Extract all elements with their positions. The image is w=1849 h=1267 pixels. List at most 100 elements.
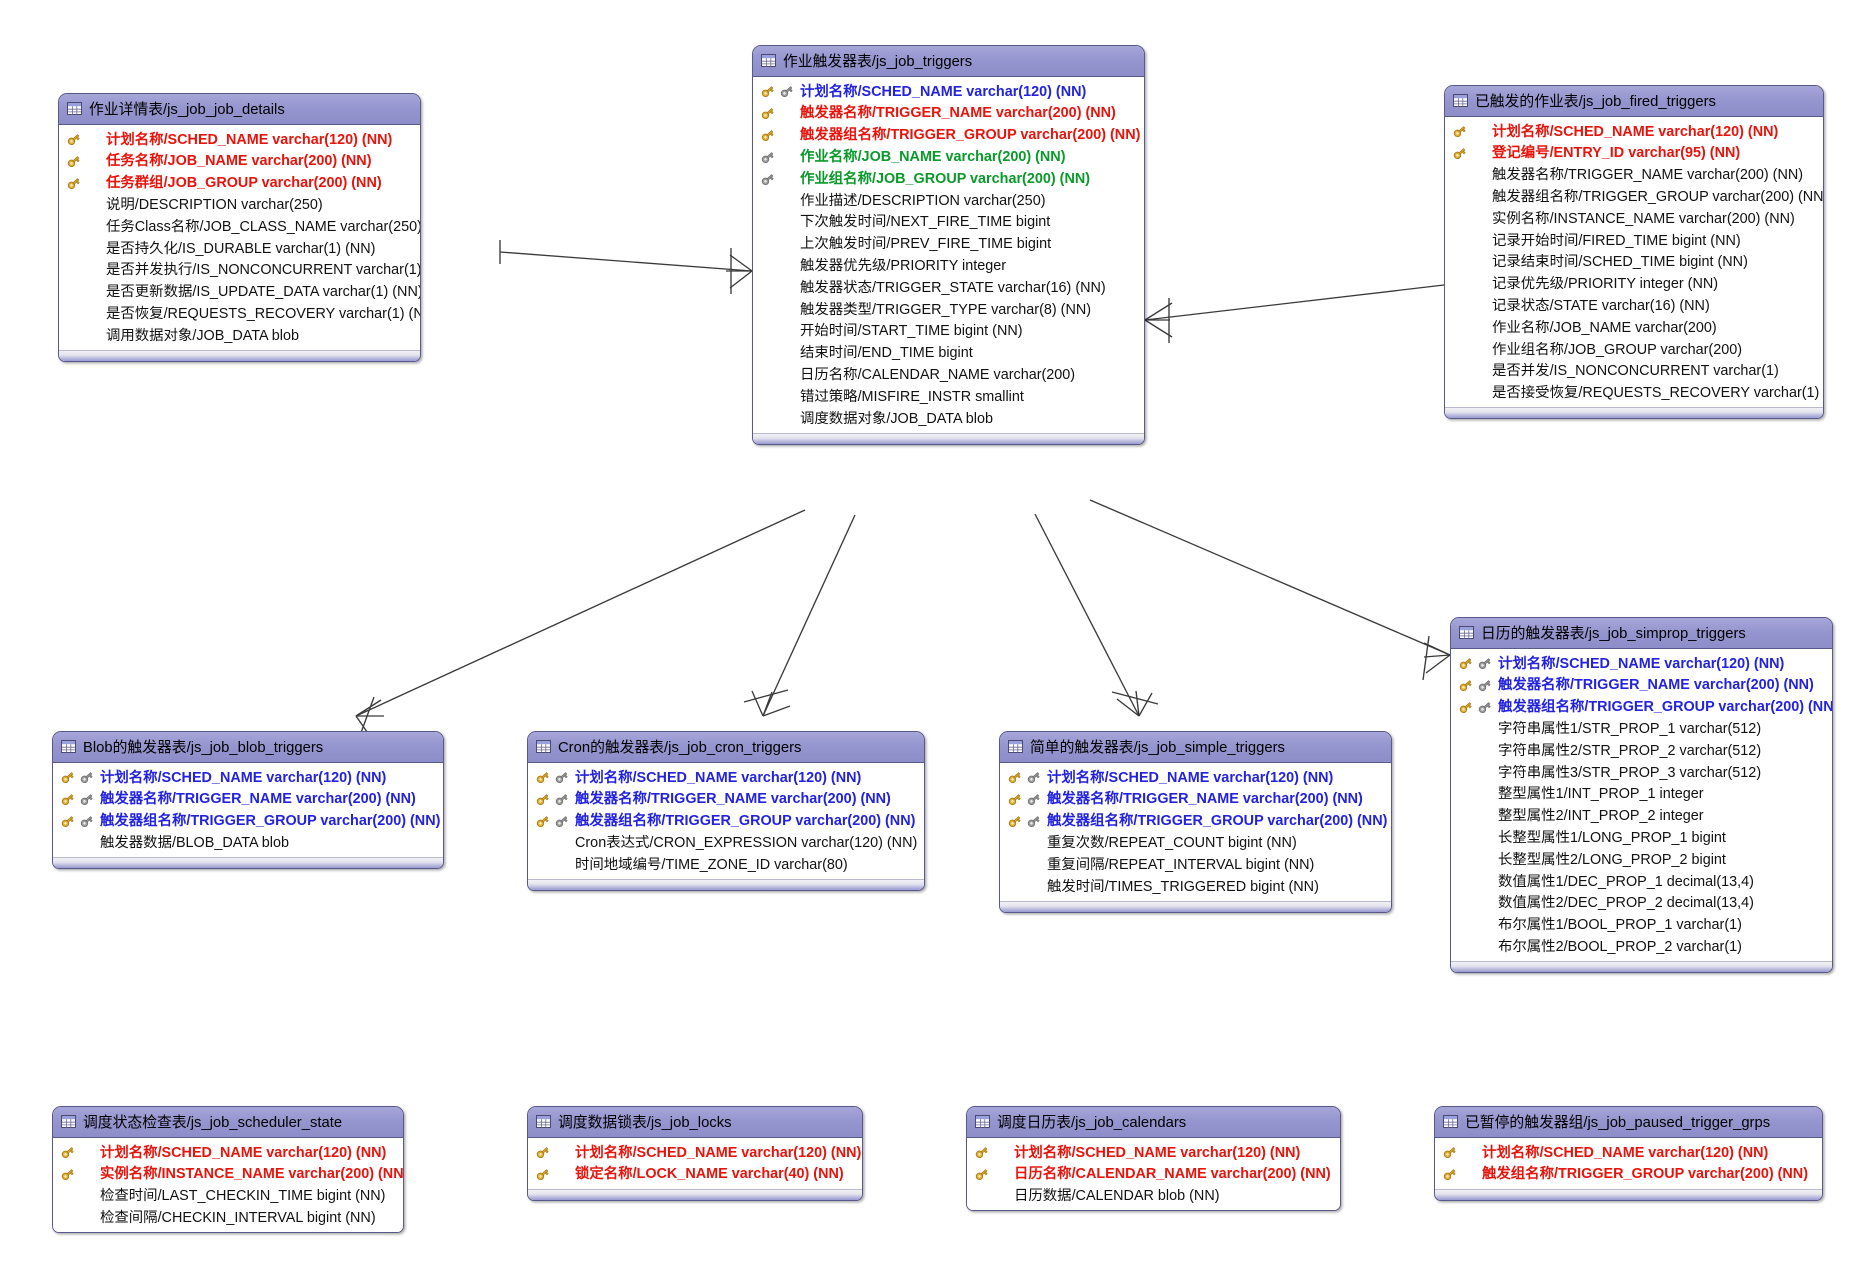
attribute-row[interactable]: 调用数据对象/JOB_DATA blob [59,325,420,347]
entity-blob_triggers[interactable]: Blob的触发器表/js_job_blob_triggers 计划名称/SCHED… [52,731,444,870]
entity-header-simprop_triggers[interactable]: 日历的触发器表/js_job_simprop_triggers [1451,618,1832,649]
attribute-row[interactable]: 触发器名称/TRIGGER_NAME varchar(200) (NN) [1451,675,1832,697]
entity-triggers[interactable]: 作业触发器表/js_job_triggers 计划名称/SCHED_NAME va… [752,45,1145,445]
entity-simple_triggers[interactable]: 简单的触发器表/js_job_simple_triggers 计划名称/SCHED… [999,731,1392,913]
attribute-row[interactable]: 是否接受恢复/REQUESTS_RECOVERY varchar(1) [1445,383,1823,405]
attribute-row[interactable]: 触发器组名称/TRIGGER_GROUP varchar(200) (NN) [1445,186,1823,208]
attribute-row[interactable]: 记录状态/STATE varchar(16) (NN) [1445,295,1823,317]
attribute-row[interactable]: 重复次数/REPEAT_COUNT bigint (NN) [1000,832,1391,854]
attribute-row[interactable]: 触发器组名称/TRIGGER_GROUP varchar(200) (NN) [753,125,1144,147]
attribute-row[interactable]: 触发器优先级/PRIORITY integer [753,255,1144,277]
attribute-row[interactable]: 作业组名称/JOB_GROUP varchar(200) [1445,339,1823,361]
attribute-row[interactable]: 调度数据对象/JOB_DATA blob [753,408,1144,430]
attribute-row[interactable]: 字符串属性2/STR_PROP_2 varchar(512) [1451,740,1832,762]
attribute-row[interactable]: 开始时间/START_TIME bigint (NN) [753,321,1144,343]
attribute-row[interactable]: 触发器组名称/TRIGGER_GROUP varchar(200) (NN) [528,811,924,833]
entity-header-job_details[interactable]: 作业详情表/js_job_job_details [59,94,420,125]
attribute-row[interactable]: 错过策略/MISFIRE_INSTR smallint [753,386,1144,408]
attribute-row[interactable]: 日历名称/CALENDAR_NAME varchar(200) [753,364,1144,386]
attribute-row[interactable]: 任务群组/JOB_GROUP varchar(200) (NN) [59,173,420,195]
attribute-row[interactable]: 计划名称/SCHED_NAME varchar(120) (NN) [1435,1142,1822,1164]
attribute-row[interactable]: 字符串属性1/STR_PROP_1 varchar(512) [1451,718,1832,740]
entity-header-triggers[interactable]: 作业触发器表/js_job_triggers [753,46,1144,77]
entity-paused_trigger_grps[interactable]: 已暂停的触发器组/js_job_paused_trigger_grps 计划名称/… [1434,1106,1823,1201]
attribute-row[interactable]: 上次触发时间/PREV_FIRE_TIME bigint [753,234,1144,256]
attribute-row[interactable]: 长整型属性2/LONG_PROP_2 bigint [1451,849,1832,871]
attribute-row[interactable]: 触发组名称/TRIGGER_GROUP varchar(200) (NN) [1435,1164,1822,1186]
attribute-row[interactable]: 结束时间/END_TIME bigint [753,343,1144,365]
attribute-row[interactable]: 触发器状态/TRIGGER_STATE varchar(16) (NN) [753,277,1144,299]
attribute-row[interactable]: 实例名称/INSTANCE_NAME varchar(200) (NN) [1445,208,1823,230]
attribute-row[interactable]: 触发器类型/TRIGGER_TYPE varchar(8) (NN) [753,299,1144,321]
attribute-row[interactable]: 布尔属性2/BOOL_PROP_2 varchar(1) [1451,936,1832,958]
attribute-row[interactable]: 触发器名称/TRIGGER_NAME varchar(200) (NN) [1000,789,1391,811]
attribute-row[interactable]: 触发器数据/BLOB_DATA blob [53,832,443,854]
attribute-row[interactable]: 计划名称/SCHED_NAME varchar(120) (NN) [53,767,443,789]
attribute-row[interactable]: 计划名称/SCHED_NAME varchar(120) (NN) [1451,653,1832,675]
attribute-row[interactable]: 锁定名称/LOCK_NAME varchar(40) (NN) [528,1164,862,1186]
attribute-row[interactable]: 触发器组名称/TRIGGER_GROUP varchar(200) (NN) [1000,811,1391,833]
attribute-row[interactable]: 时间地域编号/TIME_ZONE_ID varchar(80) [528,854,924,876]
attribute-row[interactable]: 记录优先级/PRIORITY integer (NN) [1445,274,1823,296]
attribute-row[interactable]: 整型属性2/INT_PROP_2 integer [1451,806,1832,828]
attribute-row[interactable]: 是否恢复/REQUESTS_RECOVERY varchar(1) (NN) [59,303,420,325]
attribute-row[interactable]: 计划名称/SCHED_NAME varchar(120) (NN) [753,81,1144,103]
attribute-row[interactable]: 计划名称/SCHED_NAME varchar(120) (NN) [528,1142,862,1164]
entity-header-cron_triggers[interactable]: Cron的触发器表/js_job_cron_triggers [528,732,924,763]
attribute-row[interactable]: 是否持久化/IS_DURABLE varchar(1) (NN) [59,238,420,260]
attribute-row[interactable]: 字符串属性3/STR_PROP_3 varchar(512) [1451,762,1832,784]
entity-header-calendars[interactable]: 调度日历表/js_job_calendars [967,1107,1340,1138]
attribute-row[interactable]: 日历数据/CALENDAR blob (NN) [967,1186,1340,1208]
attribute-row[interactable]: 实例名称/INSTANCE_NAME varchar(200) (NN) [53,1164,403,1186]
attribute-row[interactable]: 记录结束时间/SCHED_TIME bigint (NN) [1445,252,1823,274]
entity-cron_triggers[interactable]: Cron的触发器表/js_job_cron_triggers 计划名称/SCHED… [527,731,925,891]
entity-header-locks[interactable]: 调度数据锁表/js_job_locks [528,1107,862,1138]
entity-locks[interactable]: 调度数据锁表/js_job_locks 计划名称/SCHED_NAME varch… [527,1106,863,1201]
attribute-row[interactable]: 触发器名称/TRIGGER_NAME varchar(200) (NN) [53,789,443,811]
attribute-row[interactable]: 触发器名称/TRIGGER_NAME varchar(200) (NN) [1445,165,1823,187]
attribute-row[interactable]: 计划名称/SCHED_NAME varchar(120) (NN) [967,1142,1340,1164]
attribute-row[interactable]: 触发器名称/TRIGGER_NAME varchar(200) (NN) [528,789,924,811]
attribute-row[interactable]: 检查时间/LAST_CHECKIN_TIME bigint (NN) [53,1186,403,1208]
attribute-row[interactable]: Cron表达式/CRON_EXPRESSION varchar(120) (NN… [528,832,924,854]
attribute-row[interactable]: 登记编号/ENTRY_ID varchar(95) (NN) [1445,143,1823,165]
attribute-row[interactable]: 计划名称/SCHED_NAME varchar(120) (NN) [53,1142,403,1164]
attribute-row[interactable]: 是否并发执行/IS_NONCONCURRENT varchar(1) (NN) [59,260,420,282]
attribute-row[interactable]: 任务Class名称/JOB_CLASS_NAME varchar(250) (N… [59,216,420,238]
entity-header-blob_triggers[interactable]: Blob的触发器表/js_job_blob_triggers [53,732,443,763]
attribute-row[interactable]: 作业名称/JOB_NAME varchar(200) [1445,317,1823,339]
attribute-row[interactable]: 下次触发时间/NEXT_FIRE_TIME bigint [753,212,1144,234]
attribute-row[interactable]: 计划名称/SCHED_NAME varchar(120) (NN) [59,129,420,151]
entity-header-fired_triggers[interactable]: 已触发的作业表/js_job_fired_triggers [1445,86,1823,117]
attribute-row[interactable]: 计划名称/SCHED_NAME varchar(120) (NN) [528,767,924,789]
attribute-row[interactable]: 是否并发/IS_NONCONCURRENT varchar(1) [1445,361,1823,383]
attribute-row[interactable]: 整型属性1/INT_PROP_1 integer [1451,784,1832,806]
entity-scheduler_state[interactable]: 调度状态检查表/js_job_scheduler_state 计划名称/SCHED… [52,1106,404,1234]
entity-job_details[interactable]: 作业详情表/js_job_job_details 计划名称/SCHED_NAME … [58,93,421,362]
attribute-row[interactable]: 触发器名称/TRIGGER_NAME varchar(200) (NN) [753,103,1144,125]
entity-simprop_triggers[interactable]: 日历的触发器表/js_job_simprop_triggers 计划名称/SCHE… [1450,617,1833,974]
entity-header-simple_triggers[interactable]: 简单的触发器表/js_job_simple_triggers [1000,732,1391,763]
attribute-row[interactable]: 数值属性2/DEC_PROP_2 decimal(13,4) [1451,893,1832,915]
attribute-row[interactable]: 作业名称/JOB_NAME varchar(200) (NN) [753,146,1144,168]
attribute-row[interactable]: 布尔属性1/BOOL_PROP_1 varchar(1) [1451,915,1832,937]
attribute-row[interactable]: 重复间隔/REPEAT_INTERVAL bigint (NN) [1000,854,1391,876]
attribute-row[interactable]: 计划名称/SCHED_NAME varchar(120) (NN) [1000,767,1391,789]
entity-calendars[interactable]: 调度日历表/js_job_calendars 计划名称/SCHED_NAME va… [966,1106,1341,1212]
attribute-row[interactable]: 说明/DESCRIPTION varchar(250) [59,194,420,216]
attribute-row[interactable]: 触发器组名称/TRIGGER_GROUP varchar(200) (NN) [53,811,443,833]
attribute-row[interactable]: 任务名称/JOB_NAME varchar(200) (NN) [59,151,420,173]
entity-header-scheduler_state[interactable]: 调度状态检查表/js_job_scheduler_state [53,1107,403,1138]
attribute-row[interactable]: 记录开始时间/FIRED_TIME bigint (NN) [1445,230,1823,252]
entity-fired_triggers[interactable]: 已触发的作业表/js_job_fired_triggers 计划名称/SCHED_… [1444,85,1824,420]
attribute-row[interactable]: 计划名称/SCHED_NAME varchar(120) (NN) [1445,121,1823,143]
attribute-row[interactable]: 长整型属性1/LONG_PROP_1 bigint [1451,827,1832,849]
attribute-row[interactable]: 作业描述/DESCRIPTION varchar(250) [753,190,1144,212]
attribute-row[interactable]: 是否更新数据/IS_UPDATE_DATA varchar(1) (NN) [59,282,420,304]
attribute-row[interactable]: 检查间隔/CHECKIN_INTERVAL bigint (NN) [53,1207,403,1229]
attribute-row[interactable]: 触发时间/TIMES_TRIGGERED bigint (NN) [1000,876,1391,898]
entity-header-paused_trigger_grps[interactable]: 已暂停的触发器组/js_job_paused_trigger_grps [1435,1107,1822,1138]
attribute-row[interactable]: 作业组名称/JOB_GROUP varchar(200) (NN) [753,168,1144,190]
attribute-row[interactable]: 日历名称/CALENDAR_NAME varchar(200) (NN) [967,1164,1340,1186]
attribute-row[interactable]: 触发器组名称/TRIGGER_GROUP varchar(200) (NN) [1451,697,1832,719]
